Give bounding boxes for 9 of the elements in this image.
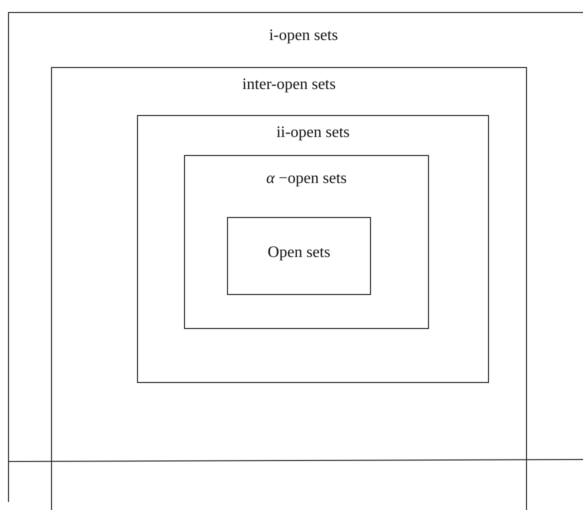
set-region	[51, 67, 527, 510]
set-label: ii-open sets	[276, 124, 350, 142]
set-region	[184, 155, 429, 329]
set-region	[137, 115, 489, 383]
set-region	[227, 217, 371, 295]
set-label: i-open sets	[269, 27, 338, 45]
set-label: α −open sets	[266, 170, 347, 188]
set-label: Open sets	[268, 244, 330, 262]
set-label: inter-open sets	[242, 76, 336, 94]
